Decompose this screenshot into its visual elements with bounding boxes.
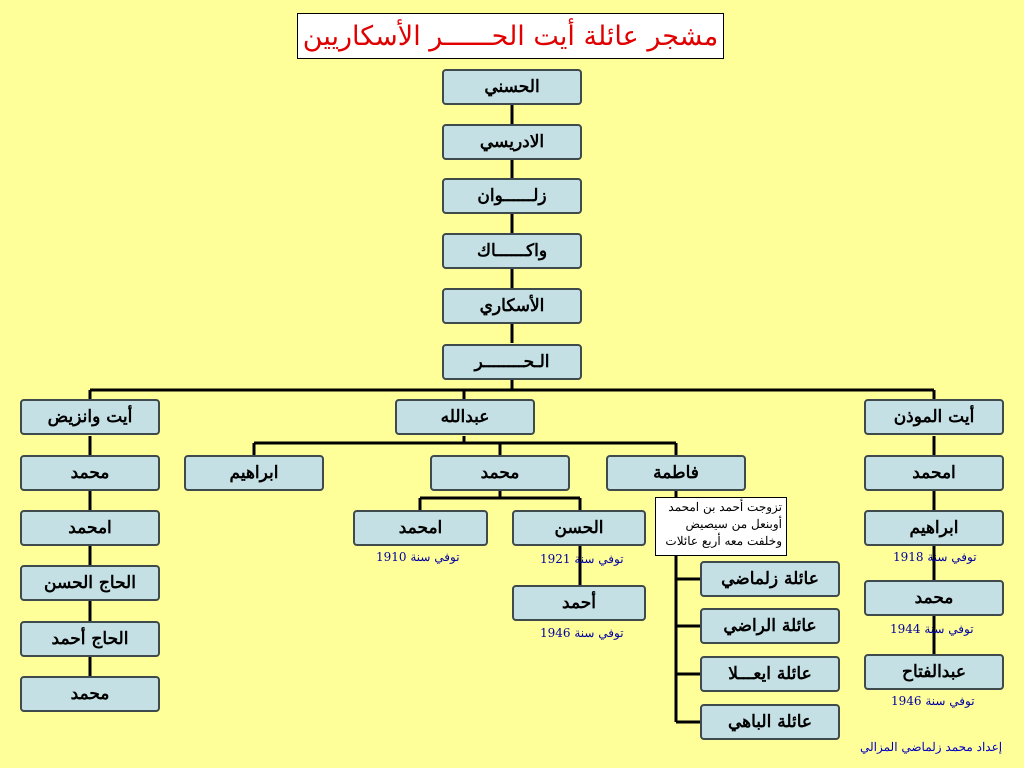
node-ab-mohamed: محمد (430, 455, 570, 491)
node-wakak: واكــــــاك (442, 233, 582, 269)
author-credit: إعداد محمد زلماضي المزالي (860, 740, 1003, 754)
node-wz-mohamed-2: محمد (20, 676, 160, 712)
node-fatima: فاطمة (606, 455, 746, 491)
fatima-note-line-2: أوبنعل من سيصيض (685, 517, 782, 531)
fatima-note-line-1: تزوجت أحمد بن امحمد (668, 500, 782, 514)
death-note-amhamed: توفي سنة 1910 (376, 550, 460, 564)
node-wz-amhamed: امحمد (20, 510, 160, 546)
node-wz-hajj-hassan: الحاج الحسن (20, 565, 160, 601)
node-ibrahim: ابراهيم (184, 455, 324, 491)
node-md-amhamed: امحمد (864, 455, 1004, 491)
node-hor: الـحــــــــر (442, 344, 582, 380)
node-md-ibrahim: ابراهيم (864, 510, 1004, 546)
node-ahmed: أحمد (512, 585, 646, 621)
death-note-ahmed: توفي سنة 1946 (540, 626, 624, 640)
node-md-mohamed: محمد (864, 580, 1004, 616)
node-ab-amhamed: امحمد (353, 510, 488, 546)
fatima-note-line-3: وخلفت معه أربع عائلات (665, 534, 782, 548)
node-ait-mouden: أيت الموذن (864, 399, 1004, 435)
node-family-bahi: عائلة الباهي (700, 704, 840, 740)
node-md-abdelfattah: عبدالفتاح (864, 654, 1004, 690)
node-idrissi: الادريسي (442, 124, 582, 160)
node-zelwan: زلــــــوان (442, 178, 582, 214)
node-abdallah: عبدالله (395, 399, 535, 435)
fatima-marriage-note: تزوجت أحمد بن امحمد أوبنعل من سيصيض وخلف… (655, 497, 787, 556)
node-family-ayaala: عائلة ايعـــلا (700, 656, 840, 692)
death-note-md-ibrahim: توفي سنة 1918 (893, 550, 977, 564)
death-note-md-abdelfattah: توفي سنة 1946 (891, 694, 975, 708)
node-family-zelmadi: عائلة زلماضي (700, 561, 840, 597)
node-wz-mohamed-1: محمد (20, 455, 160, 491)
chart-title: مشجر عائلة أيت الحــــــر الأسكاريين (297, 13, 724, 59)
death-note-md-mohamed: توفي سنة 1944 (890, 622, 974, 636)
node-wz-hajj-ahmed: الحاج أحمد (20, 621, 160, 657)
node-ait-wanziz: أيت وانزيض (20, 399, 160, 435)
node-askari: الأسكاري (442, 288, 582, 324)
node-hassan: الحسن (512, 510, 646, 546)
node-hasani: الحسني (442, 69, 582, 105)
node-family-radi: عائلة الراضي (700, 608, 840, 644)
death-note-hassan: توفي سنة 1921 (540, 552, 624, 566)
